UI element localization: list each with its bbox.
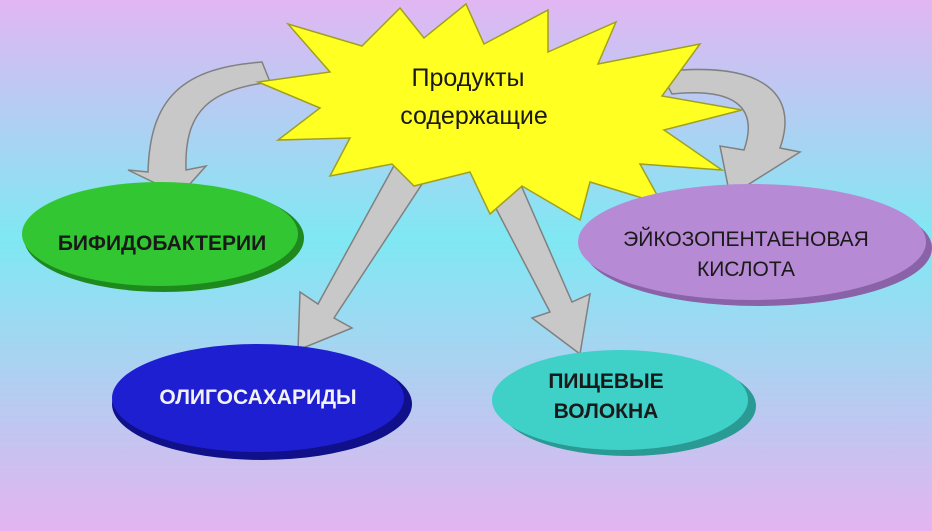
arrow-to-oligosaccharides	[297, 160, 428, 352]
bifidobacteria-label: БИФИДОБАКТЕРИИ	[58, 232, 266, 255]
oligosaccharides-label: ОЛИГОСАХАРИДЫ	[159, 386, 356, 409]
eicosapentaenoic-line-1: ЭЙКОЗОПЕНТАЕНОВАЯ	[623, 227, 869, 251]
title-line-1: Продукты	[412, 64, 525, 92]
eicosapentaenoic-line-2: КИСЛОТА	[697, 258, 795, 281]
node-oligosaccharides: ОЛИГОСАХАРИДЫ	[112, 344, 412, 460]
node-eicosapentaenoic-acid: ЭЙКОЗОПЕНТАЕНОВАЯ КИСЛОТА	[578, 184, 932, 306]
dietary-fiber-line-1: ПИЩЕВЫЕ	[548, 370, 663, 393]
dietary-fiber-line-2: ВОЛОКНА	[554, 400, 659, 423]
node-bifidobacteria: БИФИДОБАКТЕРИИ	[22, 182, 304, 292]
title-line-2: содержащие	[400, 102, 548, 130]
arrow-to-eicosapentaenoic-acid	[658, 68, 802, 198]
title-starburst	[255, 2, 743, 222]
node-dietary-fiber: ПИЩЕВЫЕ ВОЛОКНА	[492, 350, 756, 456]
